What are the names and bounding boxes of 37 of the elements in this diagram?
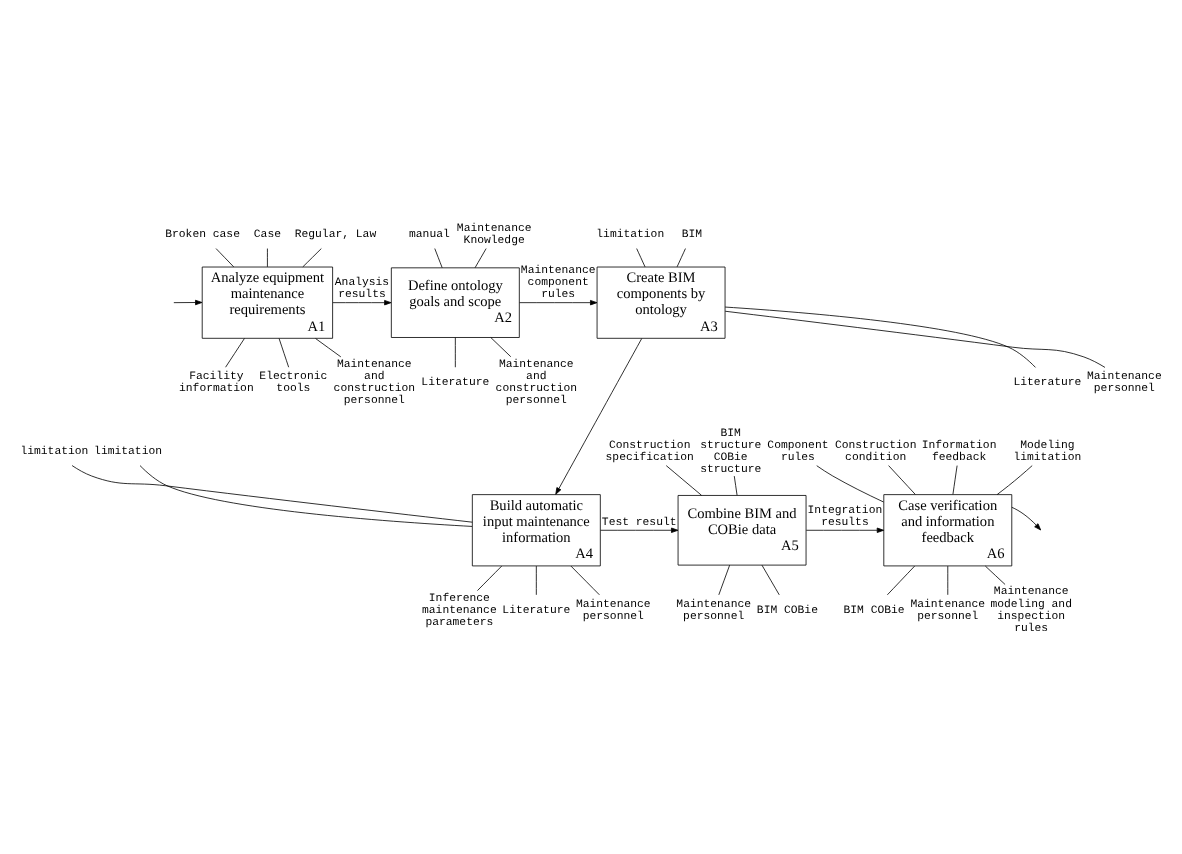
connector: [996, 465, 1033, 495]
connector: [315, 338, 342, 358]
arrow: [1011, 506, 1042, 531]
connector: [490, 337, 512, 358]
arrow: [805, 527, 885, 533]
connector: [816, 465, 884, 503]
connector: [278, 338, 290, 368]
connector: [215, 248, 235, 268]
connector: [71, 465, 473, 523]
connector: [665, 465, 702, 496]
connector: [984, 565, 1006, 585]
connector: [535, 565, 537, 596]
arrow: [600, 527, 679, 533]
connector: [302, 248, 322, 268]
arrow: [173, 299, 203, 306]
connector: [477, 565, 503, 591]
connector: [676, 248, 686, 268]
connector: [886, 565, 915, 596]
connector: [724, 310, 1106, 368]
connector: [267, 248, 268, 268]
connector: [225, 338, 245, 368]
arrow: [555, 338, 643, 495]
connector: [454, 337, 456, 368]
arrow: [332, 300, 392, 306]
connector: [888, 465, 916, 495]
connector: [724, 306, 1036, 368]
connector: [733, 475, 738, 496]
connector: [570, 565, 600, 596]
connector: [474, 248, 487, 269]
connector: [947, 565, 949, 596]
connector: [718, 564, 731, 596]
connector: [636, 248, 646, 268]
connector: [952, 465, 958, 495]
connector: [434, 248, 443, 269]
connector: [761, 564, 780, 596]
arrow: [519, 300, 598, 306]
connector: [139, 465, 473, 527]
